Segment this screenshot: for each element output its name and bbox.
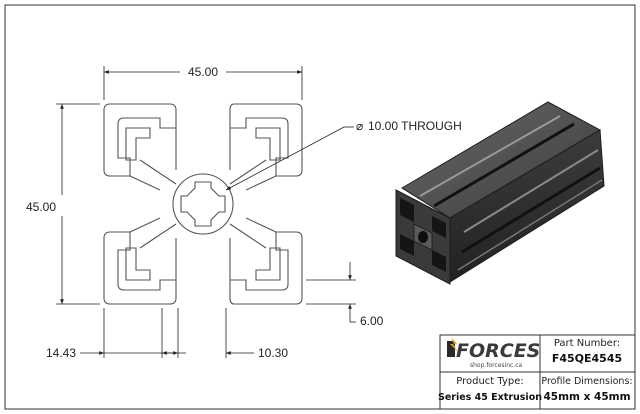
dim-slot-depth: 6.00 xyxy=(360,314,384,328)
profile-core xyxy=(172,173,234,235)
profile-dimensions-label: Profile Dimensions: xyxy=(541,376,632,387)
product-type: Series 45 Extrusion xyxy=(438,392,542,403)
sheet-border xyxy=(4,4,636,410)
dim-width: 45.00 xyxy=(188,65,218,79)
dimension-lines xyxy=(56,66,356,358)
profile-slot-top-right xyxy=(255,127,281,161)
profile-lobe-top-left xyxy=(103,103,177,177)
profile-lobe-bottom-left xyxy=(103,231,177,305)
profile-slot-bottom-right xyxy=(255,247,281,281)
dim-hole: 10.00 THROUGH xyxy=(368,119,462,133)
profile-dimensions: 45mm x 45mm xyxy=(543,391,630,403)
title-block xyxy=(439,334,636,410)
profile-slot-top-left xyxy=(125,127,151,161)
part-number-label: Part Number: xyxy=(554,338,620,349)
dim-height: 45.00 xyxy=(26,200,56,214)
dim-hole-symbol: ⌀ xyxy=(356,119,363,133)
dimension-labels: 45.00 45.00 ⌀ 10.00 THROUGH 6.00 14.43 1… xyxy=(26,65,462,360)
profile-lobe-bottom-right xyxy=(229,231,303,305)
logo-url: shop.forcesinc.ca xyxy=(470,362,523,369)
dim-slot-width: 10.30 xyxy=(258,346,288,360)
part-number: F45QE4545 xyxy=(552,352,622,365)
profile-bore xyxy=(180,181,226,227)
dim-left-offset: 14.43 xyxy=(46,346,76,360)
extrusion-profile xyxy=(103,103,303,305)
logo-text: FORCES xyxy=(456,340,540,362)
profile-slot-bottom-left xyxy=(125,247,151,281)
extrusion-3d-render xyxy=(395,101,605,285)
profile-lobe-top-right xyxy=(229,103,303,177)
profile-web xyxy=(129,128,277,280)
product-type-label: Product Type: xyxy=(456,376,524,387)
forces-logo: FORCES shop.forcesinc.ca xyxy=(447,337,540,369)
